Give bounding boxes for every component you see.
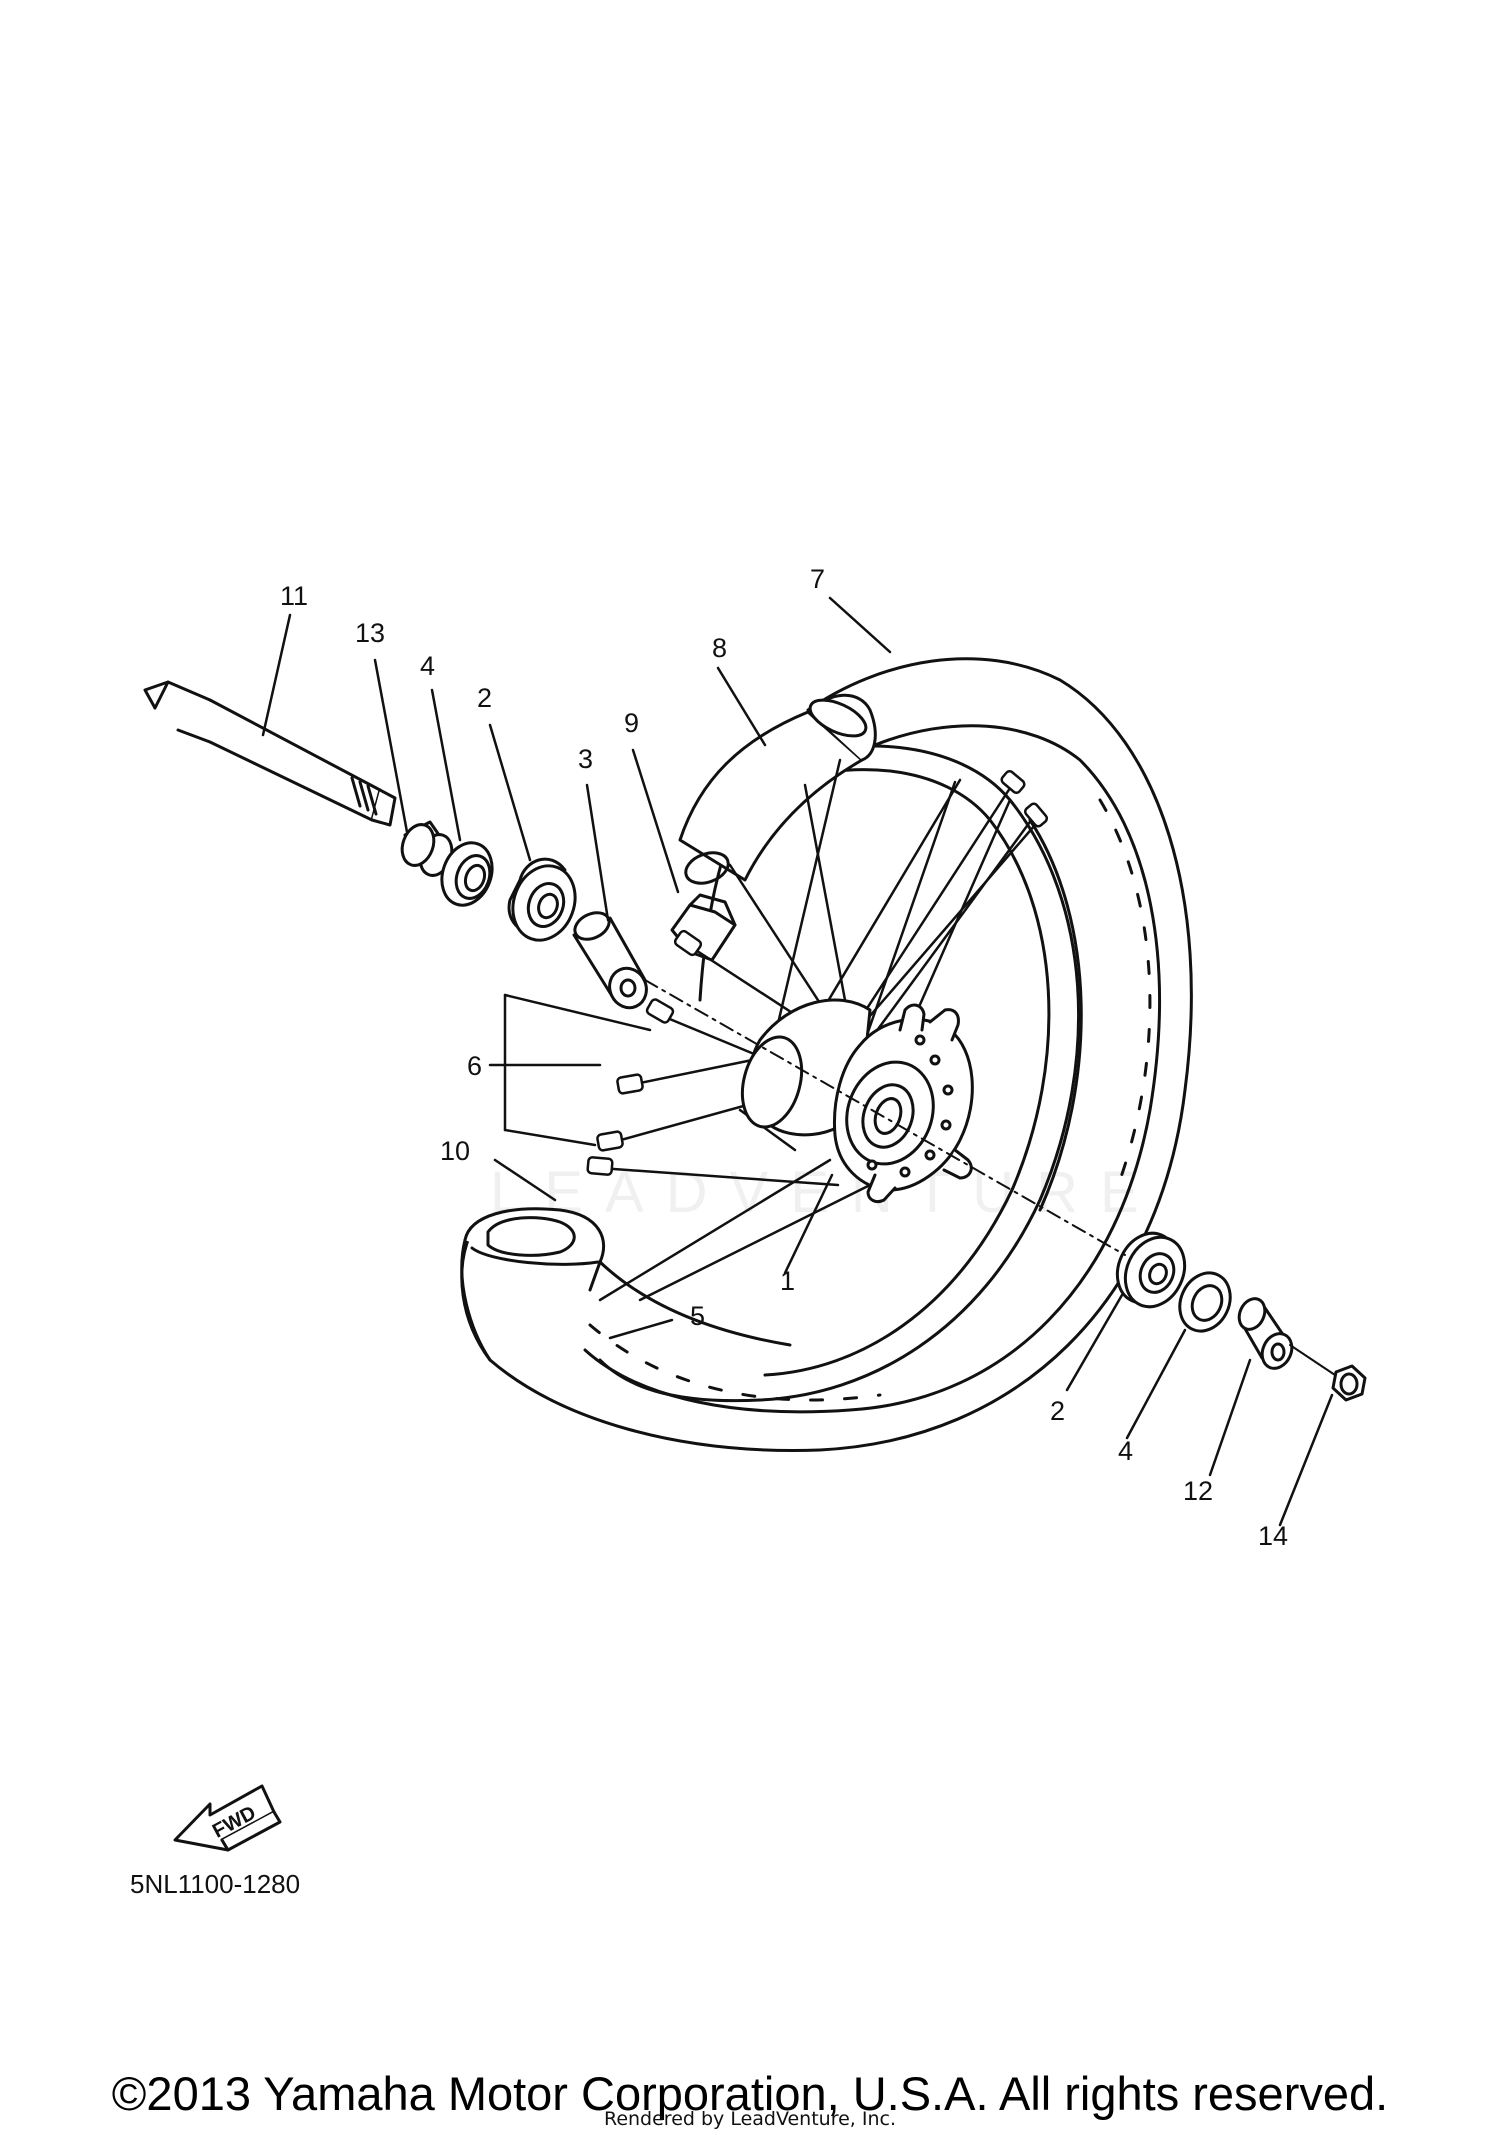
collar-right [1237, 1297, 1294, 1370]
callout-7: 7 [810, 564, 825, 594]
callout-9: 9 [624, 708, 639, 738]
copyright-notice: ©2013 Yamaha Motor Corporation, U.S.A. A… [111, 2067, 1389, 2120]
callout-3: 3 [578, 744, 593, 774]
leader-lines [261, 596, 1334, 1527]
callout-11: 11 [280, 581, 308, 611]
axle-centerline [644, 979, 1336, 1376]
callout-8: 8 [712, 633, 727, 663]
callout-4-left: 4 [420, 651, 435, 681]
oil-seal-right [1178, 1271, 1232, 1333]
callout-1: 1 [780, 1266, 795, 1296]
spacer [572, 911, 648, 1010]
rendered-by-notice: Rendered by LeadVenture, Inc. [603, 2108, 897, 2130]
oil-seal-left [440, 841, 494, 907]
callout-2-left: 2 [477, 683, 492, 713]
callout-2-right: 2 [1050, 1396, 1065, 1426]
bearing-left [507, 857, 577, 942]
callout-13: 13 [355, 618, 385, 648]
front-axle [143, 680, 397, 827]
rim-strip [678, 693, 877, 885]
valve-stem [670, 893, 737, 962]
spoke-nipples [586, 769, 1049, 1176]
fwd-direction-arrow [173, 1784, 282, 1852]
part-code: 5NL1100-1280 [130, 1869, 300, 1899]
callout-labels: 1 2 3 4 5 6 7 8 9 10 11 12 13 14 2 4 [280, 564, 1288, 1551]
callout-5: 5 [690, 1301, 705, 1331]
callout-6: 6 [467, 1051, 482, 1081]
tube-section [460, 1207, 792, 1362]
callout-4-right: 4 [1118, 1436, 1133, 1466]
bearing-right [1115, 1231, 1187, 1309]
callout-14: 14 [1258, 1521, 1288, 1551]
callout-12: 12 [1183, 1476, 1213, 1506]
callout-10: 10 [440, 1136, 470, 1166]
axle-nut [1331, 1364, 1367, 1402]
